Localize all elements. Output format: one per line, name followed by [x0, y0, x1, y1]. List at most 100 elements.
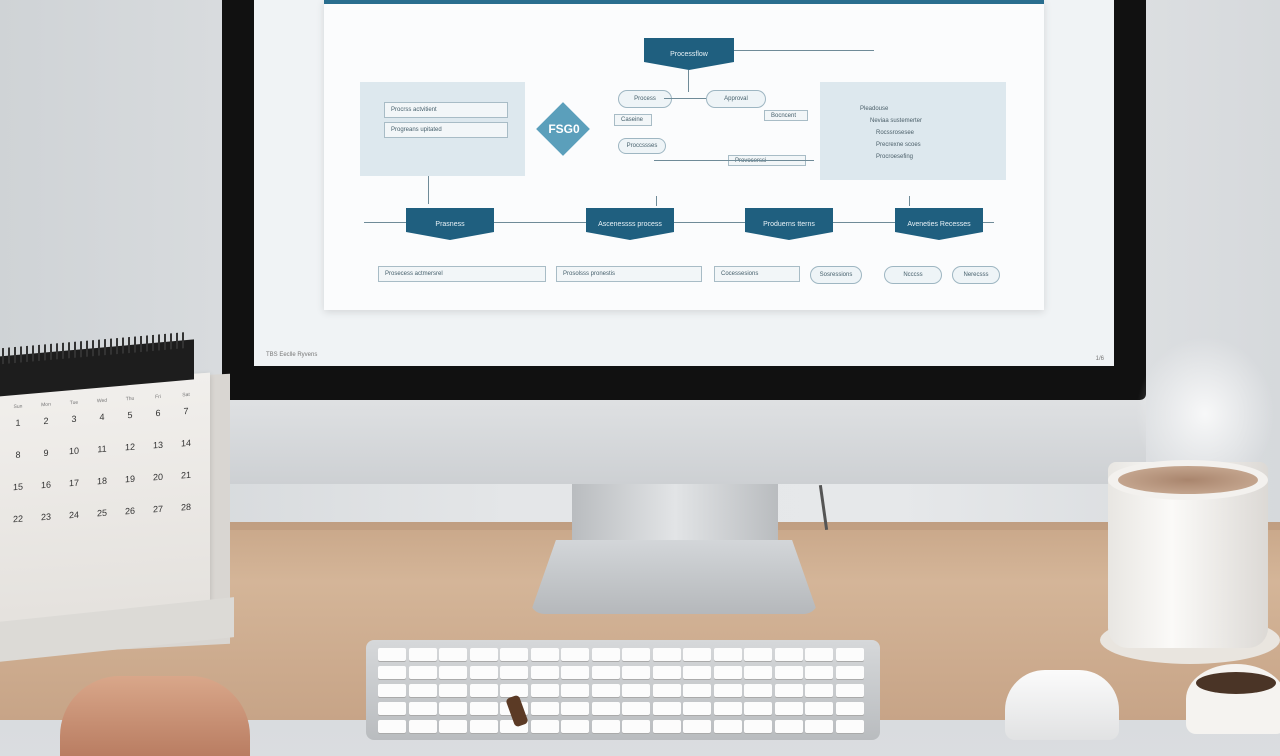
key[interactable]: [500, 684, 528, 697]
key[interactable]: [774, 702, 803, 715]
key[interactable]: [805, 648, 833, 661]
right-panel-line-5: Procroesefing: [876, 154, 914, 160]
key[interactable]: [744, 684, 772, 697]
key[interactable]: [378, 702, 406, 715]
key[interactable]: [683, 684, 711, 697]
key[interactable]: [591, 702, 620, 715]
key[interactable]: [622, 702, 650, 715]
key[interactable]: [652, 684, 681, 697]
key[interactable]: [408, 684, 437, 697]
decision-label: FSG0: [548, 122, 580, 136]
key[interactable]: [378, 666, 406, 679]
key[interactable]: [744, 720, 772, 733]
key[interactable]: [683, 720, 711, 733]
decision-diamond: FSG0: [536, 102, 590, 156]
key[interactable]: [439, 666, 467, 679]
key[interactable]: [408, 666, 437, 679]
key[interactable]: [439, 648, 467, 661]
key[interactable]: [469, 666, 498, 679]
key[interactable]: [591, 666, 620, 679]
key[interactable]: [408, 648, 437, 661]
key[interactable]: [713, 720, 742, 733]
key[interactable]: [622, 684, 650, 697]
key[interactable]: [530, 720, 559, 733]
key[interactable]: [408, 720, 437, 733]
key[interactable]: [744, 702, 772, 715]
process-node-4: Aveneties Recesses: [895, 208, 983, 240]
key[interactable]: [591, 684, 620, 697]
key[interactable]: [683, 648, 711, 661]
key[interactable]: [713, 666, 742, 679]
key[interactable]: [835, 684, 864, 697]
calendar-day: 20: [152, 471, 163, 483]
key[interactable]: [469, 720, 498, 733]
key[interactable]: [530, 666, 559, 679]
key[interactable]: [805, 720, 833, 733]
calendar-day: 14: [180, 437, 191, 449]
key[interactable]: [835, 648, 864, 661]
key[interactable]: [744, 648, 772, 661]
key[interactable]: [591, 720, 620, 733]
key[interactable]: [652, 648, 681, 661]
connector: [428, 176, 429, 204]
key[interactable]: [561, 666, 589, 679]
monitor-stand: [530, 540, 818, 614]
key[interactable]: [439, 702, 467, 715]
key[interactable]: [713, 684, 742, 697]
key[interactable]: [713, 702, 742, 715]
key[interactable]: [469, 702, 498, 715]
key[interactable]: [469, 648, 498, 661]
key[interactable]: [500, 666, 528, 679]
key[interactable]: [561, 720, 589, 733]
key[interactable]: [378, 684, 406, 697]
key[interactable]: [713, 648, 742, 661]
key[interactable]: [835, 666, 864, 679]
key[interactable]: [622, 648, 650, 661]
key[interactable]: [774, 666, 803, 679]
key[interactable]: [561, 648, 589, 661]
key[interactable]: [378, 648, 406, 661]
key[interactable]: [500, 648, 528, 661]
key[interactable]: [561, 684, 589, 697]
hand: [60, 676, 250, 756]
key[interactable]: [591, 648, 620, 661]
right-panel-line-2: Neviaa sustemerter: [870, 118, 923, 124]
key[interactable]: [652, 720, 681, 733]
key[interactable]: [683, 666, 711, 679]
key[interactable]: [439, 684, 467, 697]
key[interactable]: [622, 720, 650, 733]
key[interactable]: [652, 702, 681, 715]
key[interactable]: [622, 666, 650, 679]
middle-box-2: Proccssses: [618, 138, 666, 154]
key[interactable]: [744, 666, 772, 679]
key[interactable]: [378, 720, 406, 733]
connector: [654, 160, 814, 161]
key[interactable]: [530, 684, 559, 697]
key[interactable]: [774, 684, 803, 697]
desk-calendar: Sun Mon Tue Wed Thu Fri Sat 1 2 3 4 5 6 …: [0, 331, 240, 663]
key[interactable]: [805, 684, 833, 697]
calendar-day: 21: [180, 469, 191, 481]
keyboard-keys[interactable]: [378, 648, 870, 733]
process-connector: [364, 222, 994, 223]
process-node-2: Ascenessss process: [586, 208, 674, 240]
key[interactable]: [683, 702, 711, 715]
mouse[interactable]: [1005, 670, 1119, 740]
key[interactable]: [774, 720, 803, 733]
process-node-1: Prasness: [406, 208, 494, 240]
calendar-day: 19: [124, 473, 135, 485]
key[interactable]: [469, 684, 498, 697]
key[interactable]: [408, 702, 437, 715]
espresso: [1196, 672, 1276, 694]
key[interactable]: [835, 702, 864, 715]
key[interactable]: [805, 702, 833, 715]
key[interactable]: [835, 720, 864, 733]
key[interactable]: [774, 648, 803, 661]
key[interactable]: [652, 666, 681, 679]
key[interactable]: [805, 666, 833, 679]
key[interactable]: [530, 702, 559, 715]
middle-pill-1: Process: [618, 90, 672, 108]
key[interactable]: [439, 720, 467, 733]
key[interactable]: [530, 648, 559, 661]
key[interactable]: [561, 702, 589, 715]
